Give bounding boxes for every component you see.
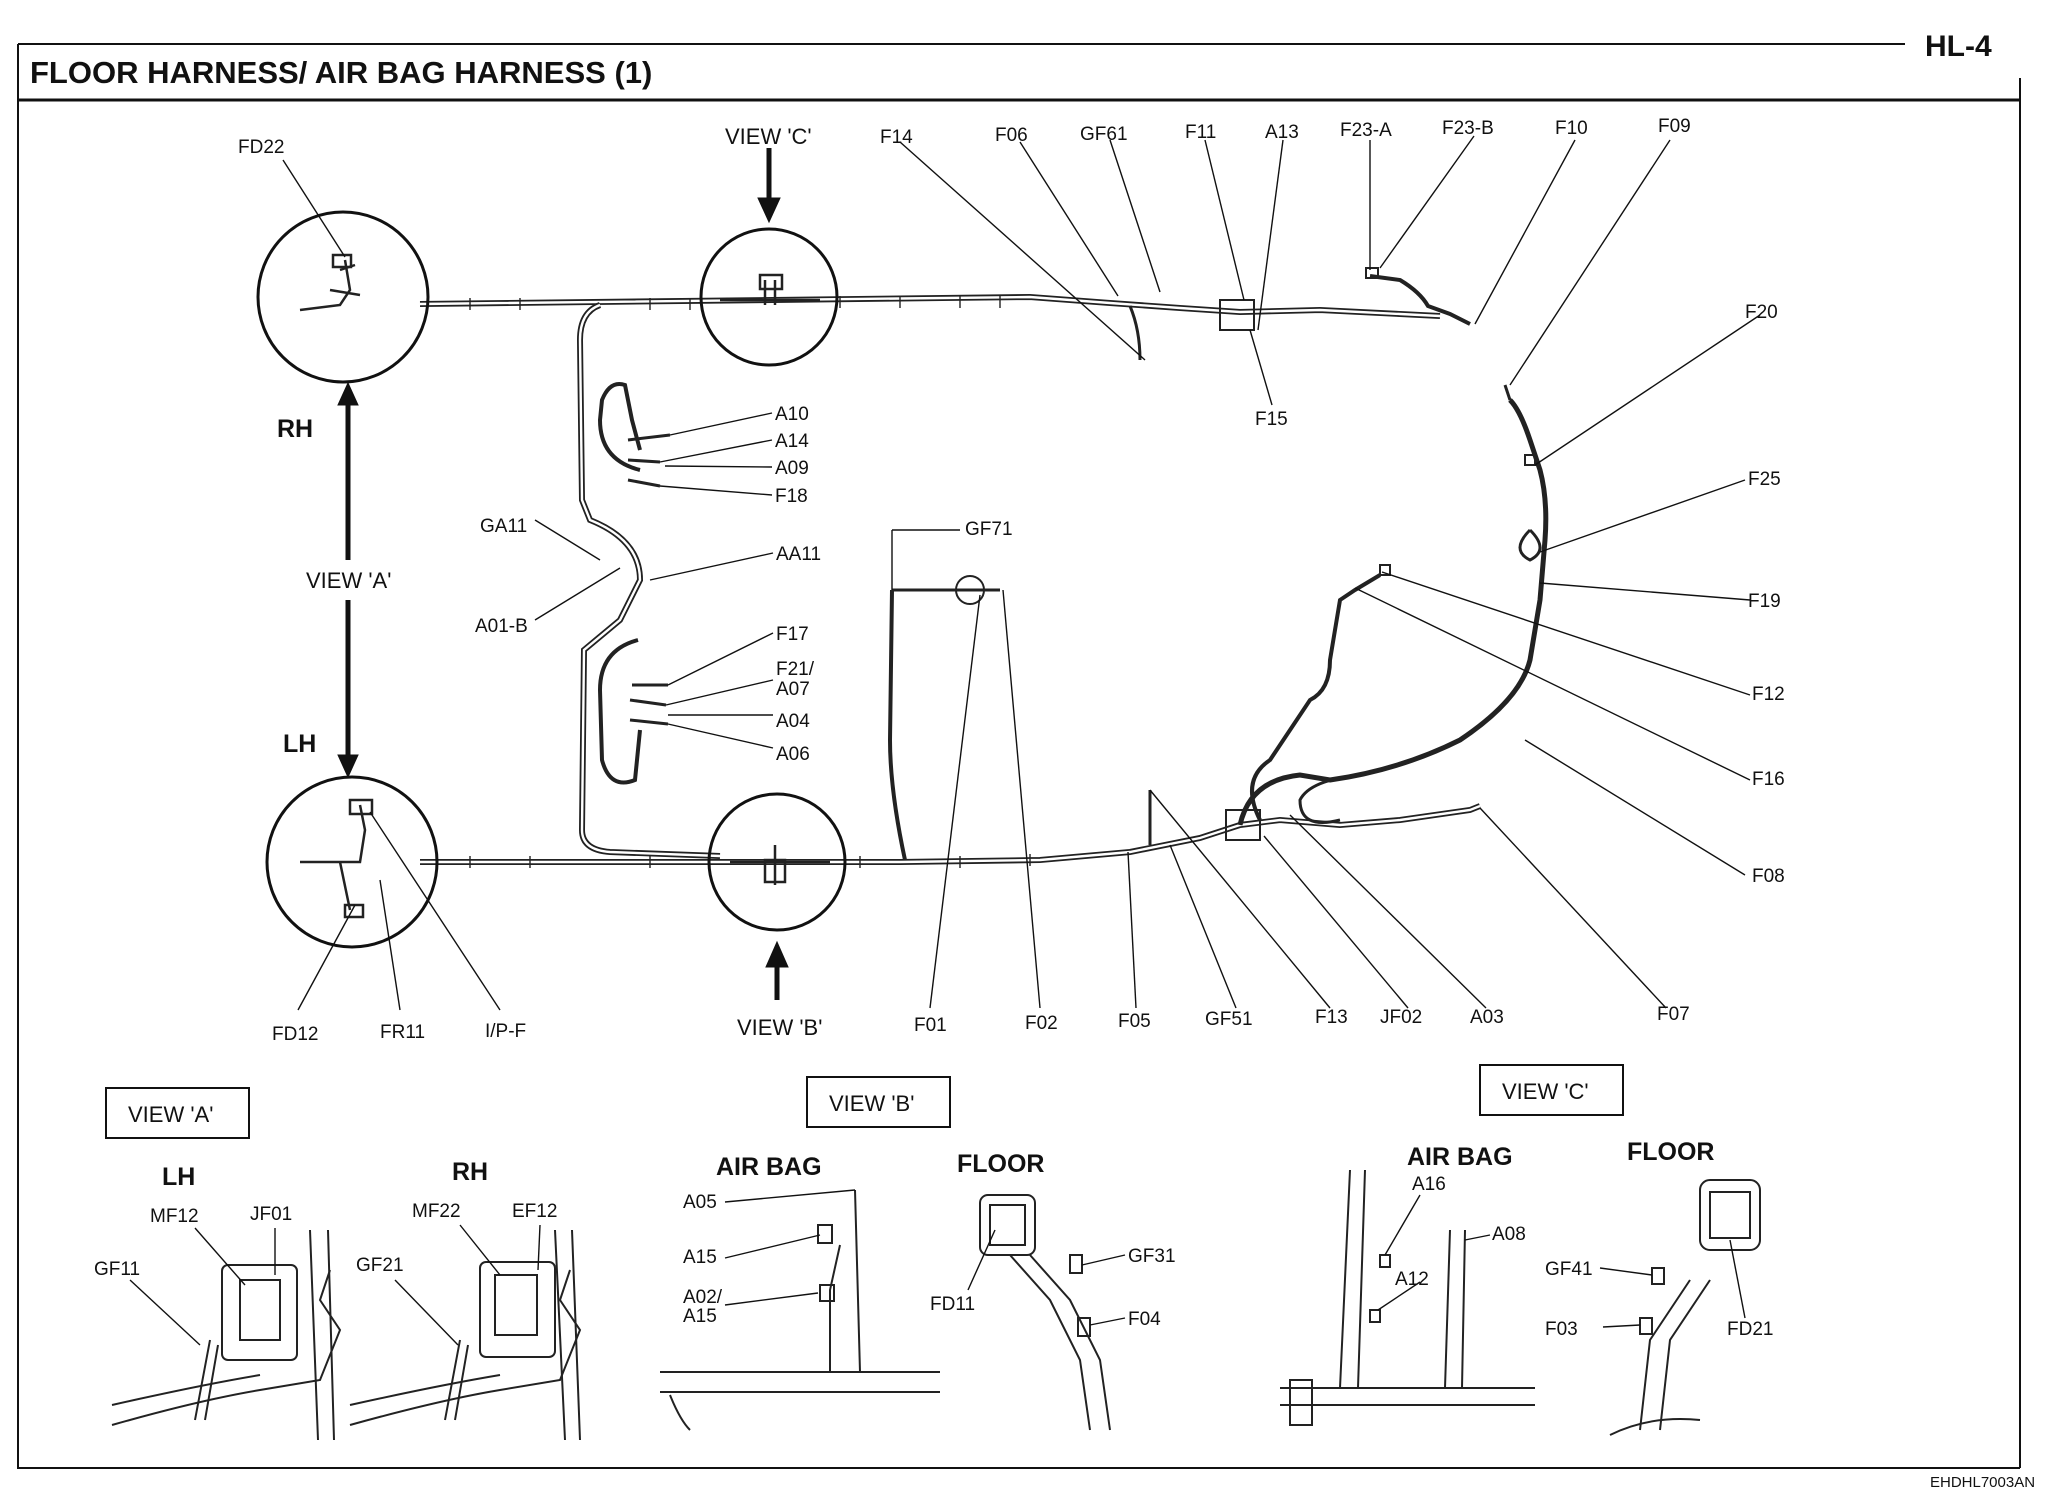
label-A05: A05 — [683, 1192, 717, 1213]
detail-leaders — [129, 1189, 1746, 1346]
label-view-c-top: VIEW 'C' — [725, 124, 812, 149]
label-A08: A08 — [1492, 1224, 1526, 1245]
label-JF02: JF02 — [1380, 1007, 1422, 1028]
label-A07: A07 — [776, 679, 810, 700]
label-AA11: AA11 — [776, 544, 821, 565]
label-F10: F10 — [1555, 118, 1588, 139]
label-A13: A13 — [1265, 122, 1299, 143]
label-view-a-center: VIEW 'A' — [306, 568, 391, 593]
label-JF01: JF01 — [250, 1204, 292, 1225]
view-a-box-label: VIEW 'A' — [128, 1102, 213, 1127]
label-A10: A10 — [775, 404, 809, 425]
label-F05: F05 — [1118, 1011, 1151, 1032]
label-GA11: GA11 — [480, 516, 527, 537]
label-A14: A14 — [775, 431, 809, 452]
view-c-floor-heading: FLOOR — [1627, 1138, 1715, 1166]
label-MF12: MF12 — [150, 1206, 199, 1227]
label-F12: F12 — [1752, 684, 1785, 705]
label-F09: F09 — [1658, 116, 1691, 137]
detail-labels: MF12 JF01 GF11 MF22 EF12 GF21 A05 A15 A0… — [94, 1174, 1773, 1340]
label-rh: RH — [277, 415, 313, 443]
label-GF71: GF71 — [965, 519, 1013, 540]
label-A03: A03 — [1470, 1007, 1504, 1028]
detail-sketches — [111, 1169, 1761, 1441]
view-a-lh-heading: LH — [162, 1163, 195, 1191]
label-F13: F13 — [1315, 1007, 1348, 1028]
label-FD21: FD21 — [1727, 1319, 1773, 1340]
label-view-b-bottom: VIEW 'B' — [737, 1015, 822, 1040]
label-F23A: F23-A — [1340, 120, 1392, 141]
label-F03: F03 — [1545, 1319, 1578, 1340]
label-A04: A04 — [776, 711, 810, 732]
view-arrows — [337, 148, 789, 1000]
label-F11: F11 — [1185, 122, 1216, 143]
label-F25: F25 — [1748, 469, 1781, 490]
label-A01B: A01-B — [475, 616, 528, 637]
label-A09: A09 — [775, 458, 809, 479]
label-F01: F01 — [914, 1015, 947, 1036]
connector-labels: FD22 VIEW 'C' F14 F06 GF61 F11 A13 F23-A… — [238, 116, 1785, 1045]
label-IPF: I/P-F — [485, 1021, 526, 1042]
view-b-airbag-heading: AIR BAG — [716, 1153, 822, 1181]
label-F07: F07 — [1657, 1004, 1690, 1025]
label-F06: F06 — [995, 125, 1028, 146]
view-b-box-label: VIEW 'B' — [829, 1091, 914, 1116]
label-FD12: FD12 — [272, 1024, 318, 1045]
harness-routing — [419, 267, 1549, 868]
label-F15: F15 — [1255, 409, 1288, 430]
view-a-rh-heading: RH — [452, 1158, 488, 1186]
label-FD22: FD22 — [238, 137, 284, 158]
label-GF11: GF11 — [94, 1259, 140, 1280]
leader-lines — [282, 135, 1761, 1011]
label-EF12: EF12 — [512, 1201, 557, 1222]
label-GF51: GF51 — [1205, 1009, 1253, 1030]
detail-circles — [256, 210, 847, 949]
label-GF21: GF21 — [356, 1255, 404, 1276]
label-A06: A06 — [776, 744, 810, 765]
label-F21: F21/ — [776, 659, 815, 680]
label-A12: A12 — [1395, 1269, 1429, 1290]
label-F20: F20 — [1745, 302, 1778, 323]
detail-view-boxes — [105, 1064, 1624, 1139]
label-FR11: FR11 — [380, 1022, 425, 1043]
label-A02-A15: A15 — [683, 1306, 717, 1327]
label-F18: F18 — [775, 486, 808, 507]
page-code: HL-4 — [1925, 30, 1992, 63]
document-id: EHDHL7003AN — [1930, 1474, 2036, 1491]
label-F14: F14 — [880, 127, 913, 148]
label-GF31: GF31 — [1128, 1246, 1176, 1267]
page-title: FLOOR HARNESS/ AIR BAG HARNESS (1) — [30, 55, 653, 90]
label-F02: F02 — [1025, 1013, 1058, 1034]
label-lh: LH — [283, 730, 316, 758]
label-F17: F17 — [776, 624, 809, 645]
view-b-floor-heading: FLOOR — [957, 1150, 1045, 1178]
view-c-airbag-heading: AIR BAG — [1407, 1143, 1513, 1171]
label-A15: A15 — [683, 1247, 717, 1268]
label-F04: F04 — [1128, 1309, 1161, 1330]
label-A16: A16 — [1412, 1174, 1446, 1195]
label-GF41: GF41 — [1545, 1259, 1593, 1280]
label-A02: A02/ — [683, 1287, 723, 1308]
page-frame — [17, 43, 2021, 1469]
label-FD11: FD11 — [930, 1294, 975, 1315]
label-F19: F19 — [1748, 591, 1781, 612]
label-MF22: MF22 — [412, 1201, 461, 1222]
view-c-box-label: VIEW 'C' — [1502, 1079, 1589, 1104]
label-GF61: GF61 — [1080, 124, 1128, 145]
label-F08: F08 — [1752, 866, 1785, 887]
label-F23B: F23-B — [1442, 118, 1494, 139]
label-F16: F16 — [1752, 769, 1785, 790]
